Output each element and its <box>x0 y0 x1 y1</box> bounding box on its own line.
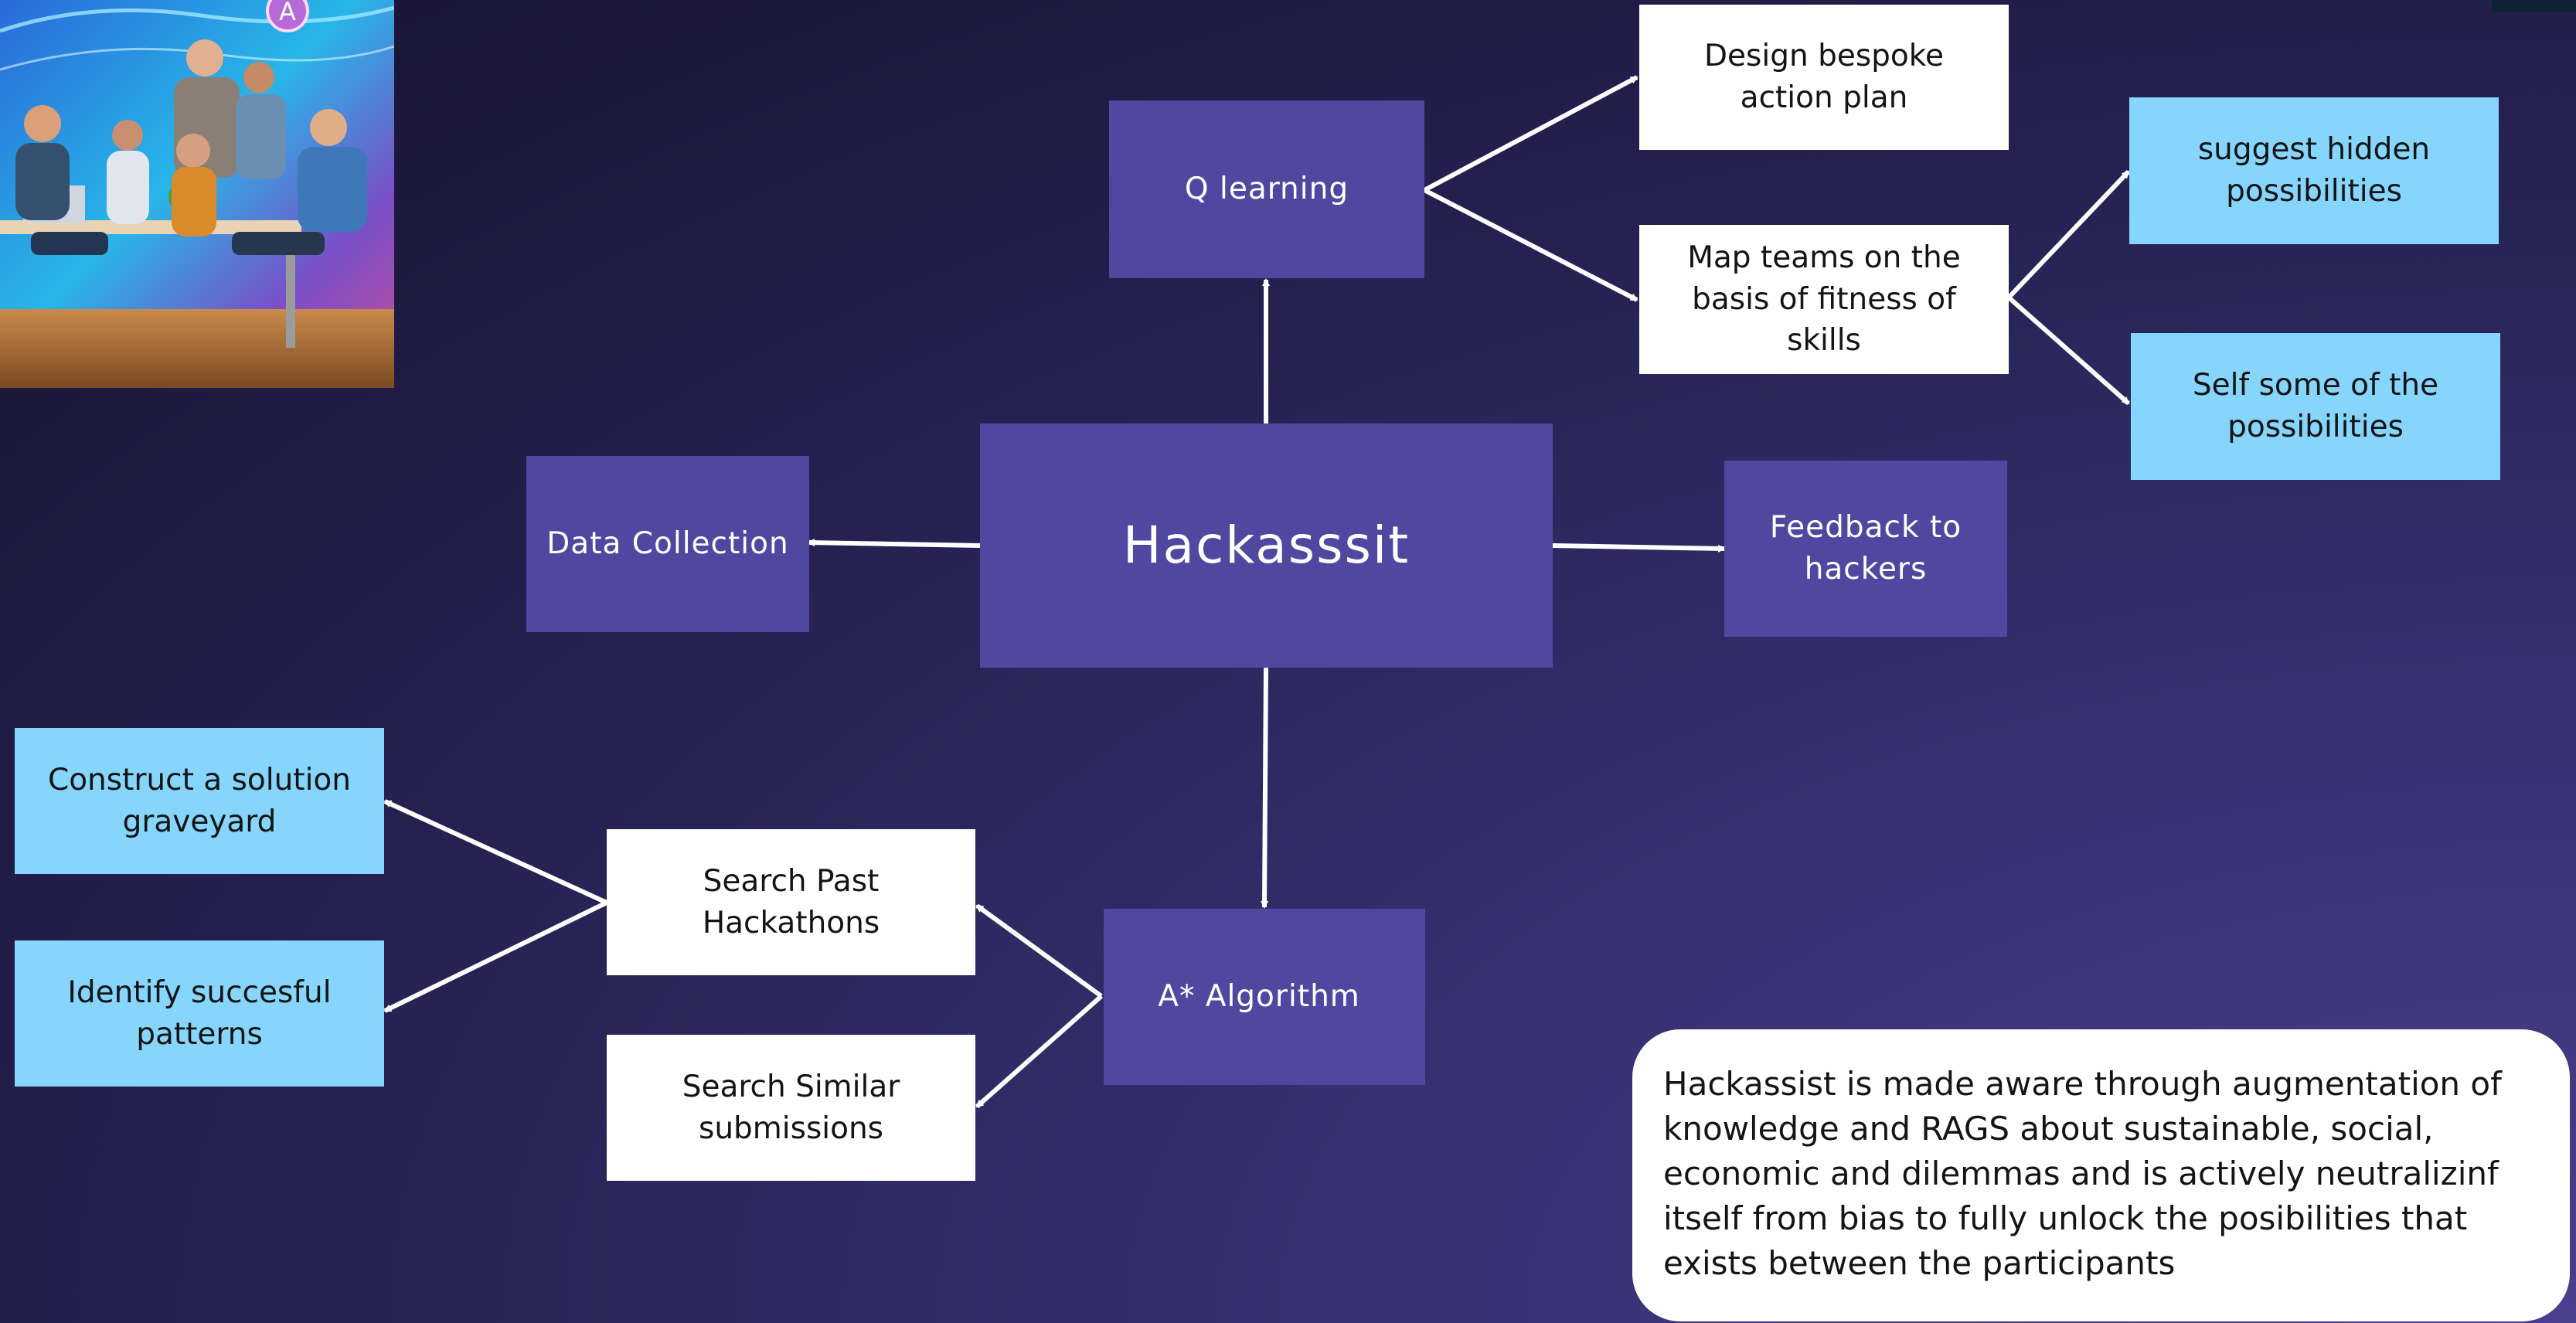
suggest-hidden-node: suggest hidden possibilities <box>2129 97 2499 244</box>
graveyard-node: Construct a solution graveyard <box>15 728 384 874</box>
hackassist-center-node: Hackasssit <box>980 423 1553 668</box>
hackassist-note: Hackassist is made aware through augment… <box>1632 1029 2570 1321</box>
search-past-node: Search Past Hackathons <box>607 829 975 975</box>
team-illustration-art: A <box>0 0 394 388</box>
hackassist-note-text: Hackassist is made aware through augment… <box>1663 1065 2502 1282</box>
design-plan-node: Design bespoke action plan <box>1639 5 2009 150</box>
self-some-node: Self some of the possibilities <box>2131 333 2500 480</box>
map-teams-node: Map teams on the basis of fitness of ski… <box>1639 225 2009 374</box>
identify-patterns-node: Identify succesful patterns <box>15 940 384 1087</box>
arrow-search-past-to-graveyard <box>383 799 608 905</box>
search-past-label: Search Past Hackathons <box>702 863 880 940</box>
arrow-a-star-to-search-past <box>975 903 1103 998</box>
arrow-map-teams-to-self-some <box>2007 295 2130 406</box>
arrow-center-to-a-star <box>1261 667 1269 909</box>
q-learning-label: Q learning <box>1184 172 1349 207</box>
a-star-algorithm-label: A* Algorithm <box>1158 979 1360 1015</box>
illustration-badge-letter: A <box>279 0 296 26</box>
design-plan-label: Design bespoke action plan <box>1704 39 1944 115</box>
feedback-node: Feedback to hackers <box>1724 461 2007 637</box>
identify-patterns-label: Identify succesful patterns <box>67 974 332 1052</box>
top-right-edge-bar <box>2492 0 2576 12</box>
arrow-q-learning-to-map-teams <box>1423 188 1638 302</box>
arrow-a-star-to-search-similar <box>975 994 1103 1109</box>
search-similar-node: Search Similar submissions <box>607 1035 975 1181</box>
arrow-search-past-to-identify-patterns <box>383 900 608 1013</box>
q-learning-node: Q learning <box>1109 100 1424 278</box>
arrow-q-learning-to-design-plan <box>1423 75 1638 192</box>
graveyard-label: Construct a solution graveyard <box>47 762 352 839</box>
data-collection-label: Data Collection <box>546 526 789 562</box>
feedback-label: Feedback to hackers <box>1769 510 1962 587</box>
arrow-center-to-data-collection <box>807 539 981 548</box>
arrow-center-to-feedback <box>1552 543 1726 553</box>
team-illustration: A <box>0 0 394 388</box>
self-some-label: Self some of the possibilities <box>2192 368 2439 444</box>
arrow-map-teams-to-suggest-hidden <box>2006 169 2131 300</box>
suggest-hidden-label: suggest hidden possibilities <box>2197 132 2431 209</box>
search-similar-label: Search Similar submissions <box>682 1069 900 1146</box>
data-collection-node: Data Collection <box>526 456 809 632</box>
map-teams-label: Map teams on the basis of fitness of ski… <box>1687 240 1961 359</box>
a-star-algorithm-node: A* Algorithm <box>1104 909 1425 1085</box>
hackassist-center-label: Hackasssit <box>1122 515 1411 576</box>
